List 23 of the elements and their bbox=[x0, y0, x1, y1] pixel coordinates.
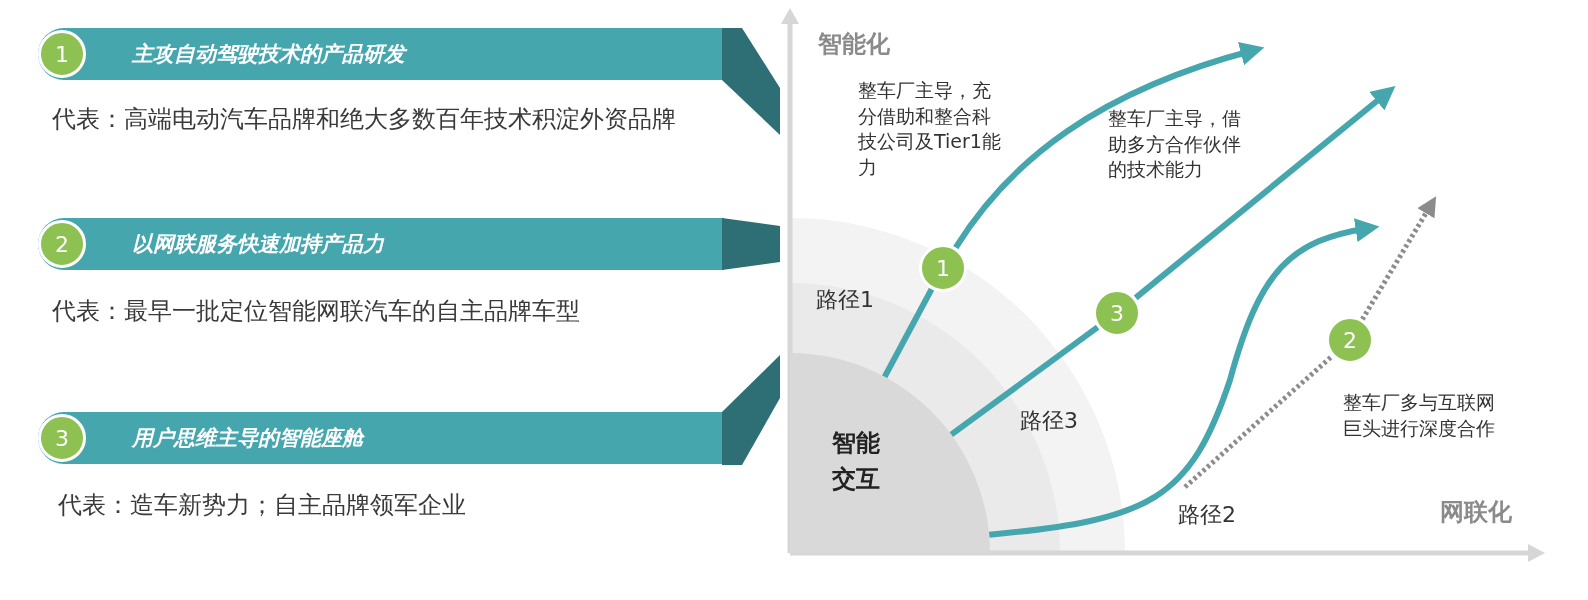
annotation-text: 路径3 bbox=[1020, 407, 1078, 435]
number-circle: 2 bbox=[38, 220, 86, 268]
arrow bbox=[953, 42, 1265, 250]
annotation-text: 整车厂主导，充分借助和整合科技公司及Tier1能力 bbox=[858, 78, 1002, 180]
number-circle: 3 bbox=[1093, 289, 1141, 337]
banner-title: 以网联服务快速加持产品力 bbox=[132, 231, 384, 258]
axis-label: 智能化 bbox=[818, 29, 890, 60]
arrow bbox=[988, 218, 1380, 538]
banner-title: 用户思维主导的智能座舱 bbox=[132, 425, 363, 452]
description-text: 代表：高端电动汽车品牌和绝大多数百年技术积淀外资品牌 bbox=[52, 104, 677, 135]
zone-label: 智能交互 bbox=[832, 428, 881, 495]
annotation-text: 整车厂多与互联网巨头进行深度合作 bbox=[1343, 390, 1496, 441]
description-text: 代表：最早一批定位智能网联汽车的自主品牌车型 bbox=[52, 296, 581, 327]
annotation-text: 路径1 bbox=[816, 286, 874, 314]
annotation-text: 整车厂主导，借助多方合作伙伴的技术能力 bbox=[1108, 106, 1242, 183]
annotation-text: 路径2 bbox=[1178, 501, 1236, 529]
number-circle: 3 bbox=[38, 414, 86, 462]
number-circle: 2 bbox=[1326, 316, 1374, 364]
arrow bbox=[1133, 85, 1396, 301]
arrow bbox=[1360, 196, 1437, 321]
axis-label: 网联化 bbox=[1440, 497, 1512, 528]
number-circle: 1 bbox=[38, 30, 86, 78]
description-text: 代表：造车新势力；自主品牌领军企业 bbox=[58, 490, 467, 521]
